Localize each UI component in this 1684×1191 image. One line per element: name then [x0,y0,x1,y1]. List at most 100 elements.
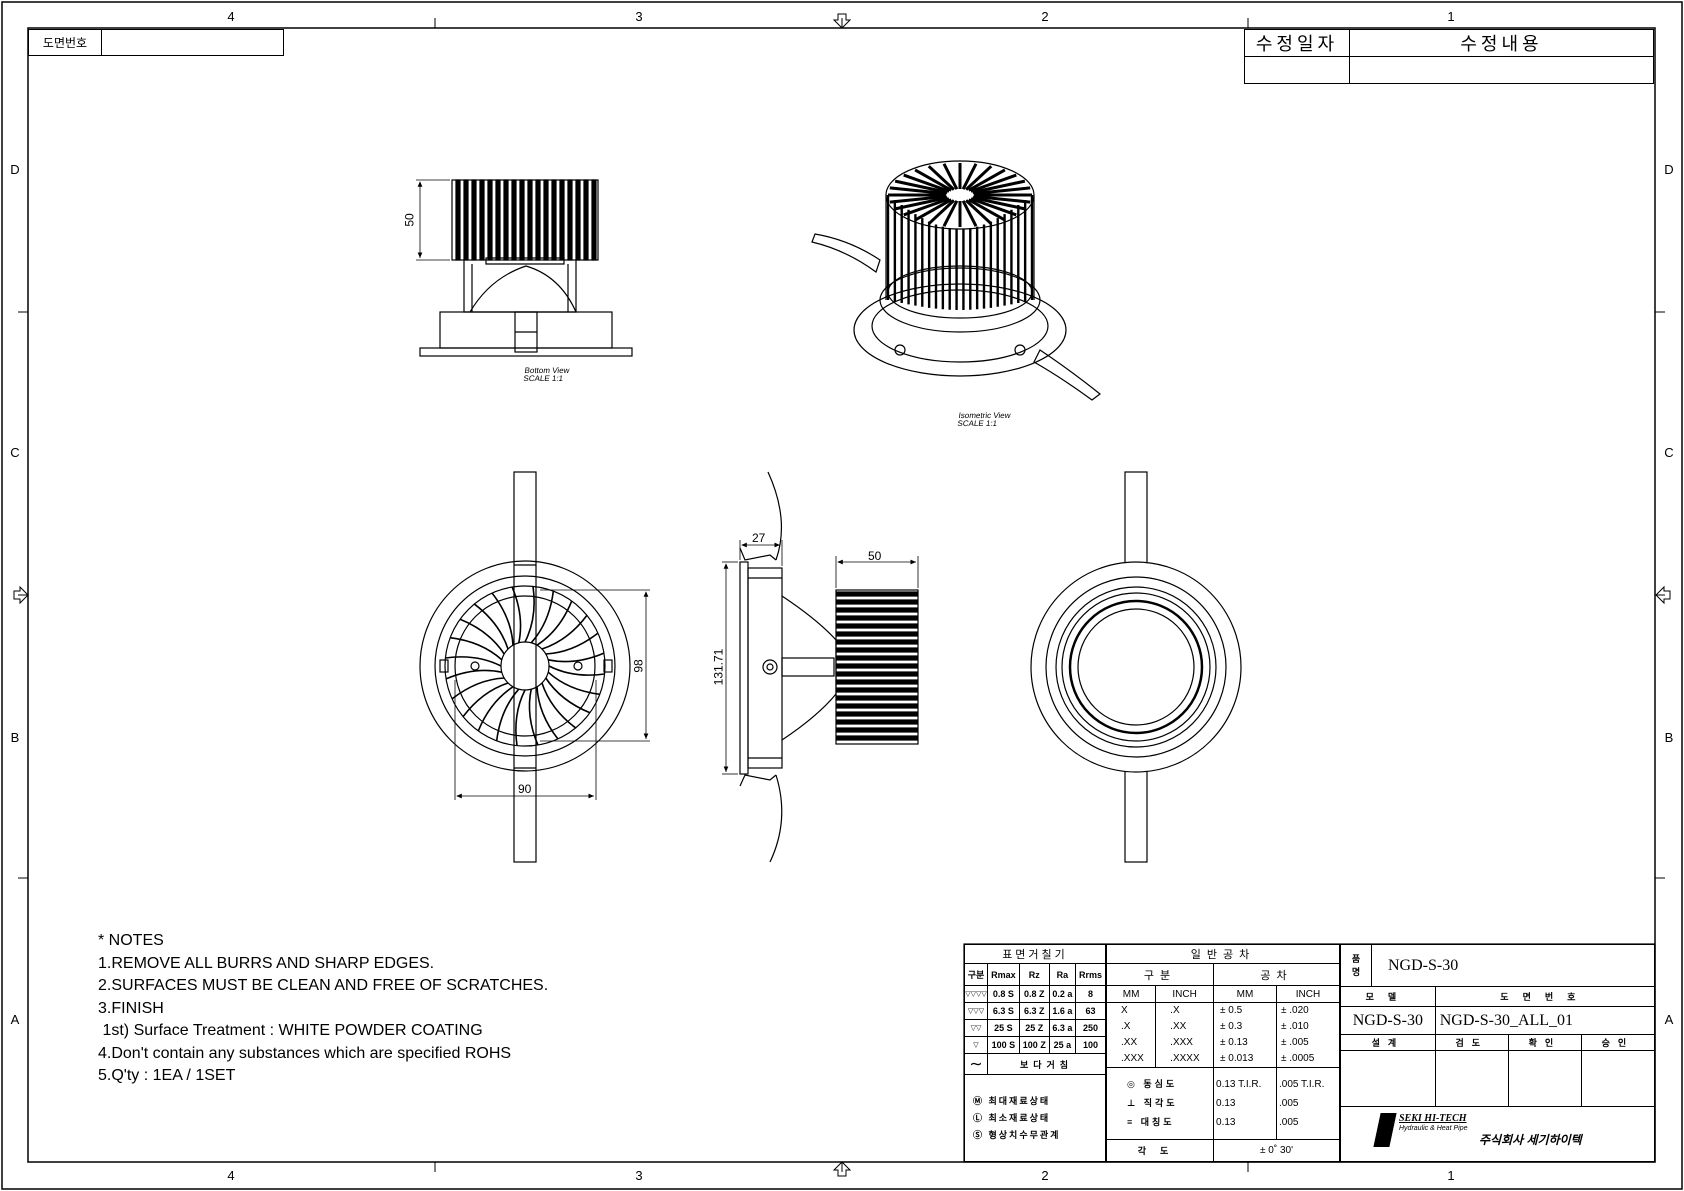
roughness-header: 구분 [964,963,988,986]
unit-header: INCH [1155,985,1215,1003]
drawing-number-value [101,29,284,56]
fin-spoke [547,671,600,696]
roughness-cell: 0.8 S [987,985,1020,1003]
heatsink-fin [583,179,589,261]
zone-col-2-bottom: 2 [1041,1168,1049,1183]
roughness-header: Rrms [1075,963,1106,986]
tol-cell: .X [1170,1005,1180,1016]
tol-cell: ± .010 [1280,1021,1309,1032]
top-fin [903,197,950,217]
top-fin [889,194,947,204]
fin-spoke [545,632,599,655]
general-tolerance-table: 일반공차 구분 공차 MM INCH MM INCH X .X .XX .XXX… [1105,944,1341,1162]
roughness-cell: 6.3 Z [1018,1002,1050,1020]
roughness-cell: 1.6 a [1048,1002,1077,1020]
zone-row-d-right: D [1664,162,1674,177]
tolerance-mm-value-col: ± 0.5 ± 0.3 ± 0.13 ± 0.013 [1213,1002,1277,1068]
heatsink-fin [471,179,477,261]
fin-spoke [536,600,573,646]
unit-header: INCH [1275,985,1341,1003]
angle-label: 각도 [1105,1139,1215,1162]
roughness-cell: 63 [1075,1002,1106,1020]
note-item: 5.Q'ty : 1EA / 1SET [98,1067,236,1084]
heatsink-fin [836,655,918,661]
heatsink-fin [559,179,565,261]
rear-view [1030,471,1242,863]
revision-content-header: 수정내용 [1349,29,1654,57]
top-fin [927,165,955,191]
tolerance-value-header: 공차 [1213,963,1340,986]
drawing-no-label: 도면번호 [1434,986,1656,1007]
top-fin [970,173,1017,193]
note-item: 2.SURFACES MUST BE CLEAN AND FREE OF SCR… [98,977,549,994]
top-fin [927,199,955,225]
fin-spoke [445,669,502,680]
fin-spoke [495,688,520,741]
tol-cell: .X [1121,1021,1131,1032]
sign-header-check: 확인 [1507,1034,1582,1051]
geometric-labels: ◎ 동심도 ⊥ 직각도 ≡ 대칭도 [1105,1067,1215,1140]
heatsink-fin [567,179,573,261]
tol-cell: ± 0.13 [1220,1037,1248,1048]
centering-arrows [13,13,1671,1177]
revision-content-cell [1349,56,1654,84]
heatsink-fin [836,671,918,677]
model-value: NGD-S-30 [1340,1006,1436,1035]
top-fin [914,168,953,192]
company-logo-text: SEKI HI-TECH [1399,1113,1467,1124]
heatsink-fin [479,179,485,261]
heatsink-fin [836,735,918,741]
product-name: NGD-S-30 [1371,944,1655,987]
zone-row-a-right: A [1664,1012,1674,1027]
fin-spoke [541,682,577,729]
revision-table: 수정일자 수정내용 [1244,29,1654,84]
bottom-view-scale: SCALE 1:1 [522,374,564,383]
zone-row-c-left: C [10,445,20,460]
heatsink-fin [503,179,509,261]
zone-col-1-bottom: 1 [1447,1168,1455,1183]
dim-overall-diameter: 131.71 [711,648,726,686]
fin-spoke [548,652,605,663]
fin-spoke [450,636,503,661]
roughness-symbol: ▽▽▽ [964,1002,988,1020]
drawing-no-value: NGD-S-30_ALL_01 [1434,1006,1656,1035]
sign-header-design: 설계 [1340,1034,1436,1051]
geometric-inch: .005 T.I.R. .005 .005 [1275,1067,1341,1140]
heatsink-fin [836,663,918,669]
fin-spoke [445,656,502,667]
tol-cell: .XX [1121,1037,1138,1048]
note-item: 1.REMOVE ALL BURRS AND SHARP EDGES. [98,954,435,972]
isometric-view-label: Isometric View SCALE 1:1 [957,411,1011,428]
tolerance-title: 일반공차 [1106,944,1340,964]
heatsink-fin [511,179,517,261]
unit-header: MM [1213,985,1277,1003]
tol-cell: ± 0.5 [1220,1005,1243,1016]
side-view [416,179,633,357]
notes-block: * NOTES 1.REMOVE ALL BURRS AND SHARP EDG… [98,930,548,1088]
heatsink-fin [836,623,918,629]
top-fin [965,199,993,225]
roughness-cell: 25 S [987,1019,1020,1037]
zone-row-c-right: C [1664,445,1674,460]
roughness-cell: 25 a [1048,1036,1077,1054]
fin-spoke [451,677,505,700]
roughness-cell: 6.3 a [1048,1019,1077,1037]
company-cell: SEKI HI-TECH Hydraulic & Heat Pipe 주식회사 … [1340,1106,1655,1162]
top-fin [973,186,1031,196]
tol-cell: .XXX [1170,1037,1193,1048]
tol-cell: ± .005 [1280,1037,1309,1048]
top-fin [914,198,953,222]
sign-cell-check [1507,1050,1582,1107]
sign-cell-review [1434,1050,1509,1107]
isometric-view [811,160,1101,401]
roughness-cell: 8 [1075,985,1106,1003]
zone-col-3-bottom: 3 [635,1168,643,1183]
geo-mm: 0.13 [1216,1098,1236,1109]
drawing-number-box: 도면번호 [28,29,284,56]
fin-spoke [548,665,605,676]
geo-label: ◎ 동심도 [1127,1079,1178,1089]
heatsink-fin [836,639,918,645]
roughness-symbol: ▽▽ [964,1019,988,1037]
note-item: 3.FINISH [98,999,164,1017]
heatsink-fin [836,647,918,653]
